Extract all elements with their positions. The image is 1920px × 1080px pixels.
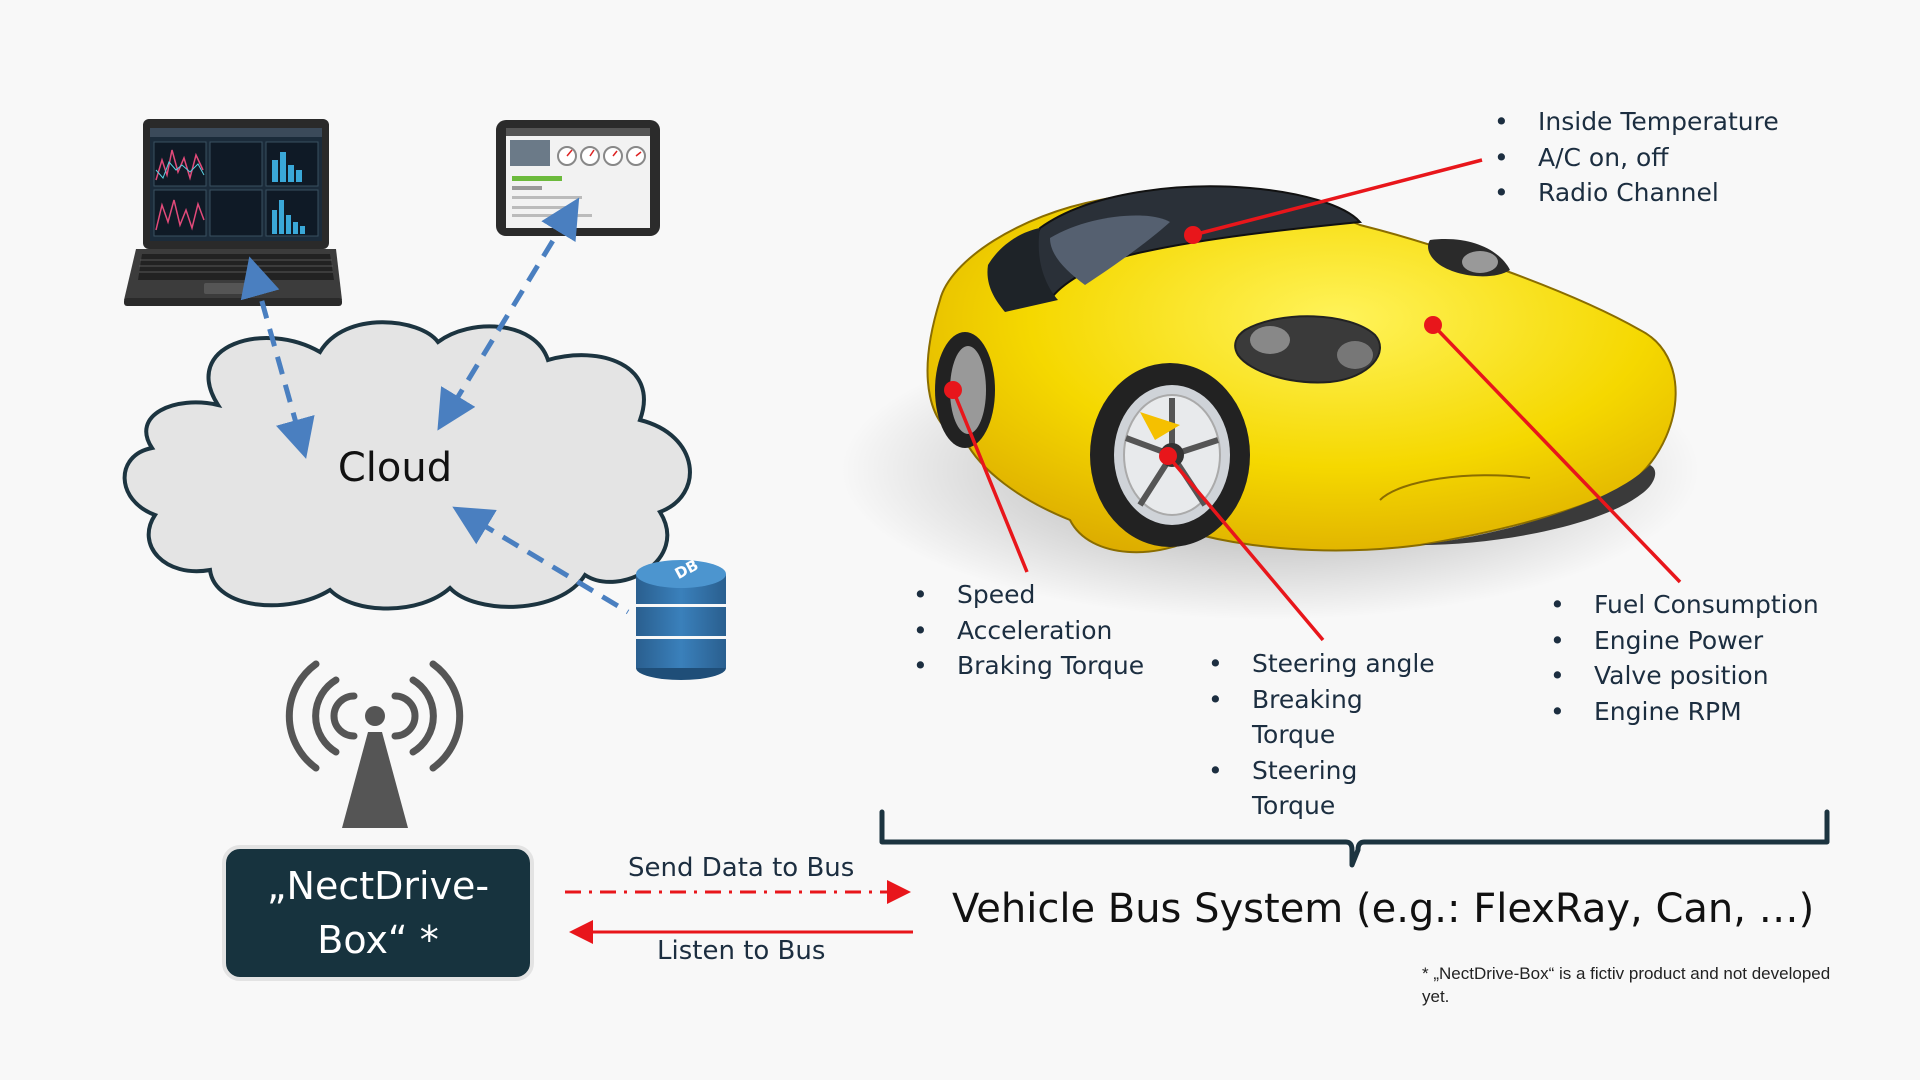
list-item: Fuel Consumption [1550, 587, 1819, 623]
laptop-icon [124, 119, 342, 306]
interior-signals-list: Inside Temperature A/C on, off Radio Cha… [1494, 104, 1779, 211]
wheel-signals-list: Speed Acceleration Braking Torque [913, 577, 1144, 684]
tablet-cloud-arrow [437, 197, 580, 431]
listen-label: Listen to Bus [657, 936, 826, 966]
callout-lines [944, 158, 1682, 642]
footnote: * „NectDrive-Box“ is a fictiv product an… [1422, 964, 1831, 1006]
tablet-icon [496, 120, 660, 236]
cloud-db-arrow [452, 506, 630, 615]
nectdrive-box-label: „NectDrive-Box“ * [266, 864, 490, 962]
engine-signals-list: Fuel Consumption Engine Power Valve posi… [1550, 587, 1819, 729]
nectdrive-box: „NectDrive-Box“ * [222, 845, 534, 981]
list-item: Valve position [1550, 658, 1819, 694]
list-item: Acceleration [913, 613, 1144, 649]
database-icon: DB [636, 556, 726, 680]
bus-system-title: Vehicle Bus System (e.g.: FlexRay, Can, … [952, 886, 1815, 932]
bus-brace [879, 809, 1830, 868]
list-item: A/C on, off [1494, 140, 1779, 176]
steering-signals-list: Steering angle Breaking Torque Steering … [1208, 646, 1448, 824]
list-item: Steering Torque [1208, 753, 1448, 824]
cloud-label: Cloud [337, 445, 453, 491]
list-item: Inside Temperature [1494, 104, 1779, 140]
list-item: Engine Power [1550, 623, 1819, 659]
send-data-label: Send Data to Bus [628, 853, 855, 883]
list-item: Engine RPM [1550, 694, 1819, 730]
sports-car-icon [840, 185, 1700, 620]
list-item: Braking Torque [913, 648, 1144, 684]
list-item: Steering angle [1208, 646, 1448, 682]
list-item: Breaking Torque [1208, 682, 1448, 753]
list-item: Radio Channel [1494, 175, 1779, 211]
list-item: Speed [913, 577, 1144, 613]
antenna-icon [285, 660, 464, 828]
